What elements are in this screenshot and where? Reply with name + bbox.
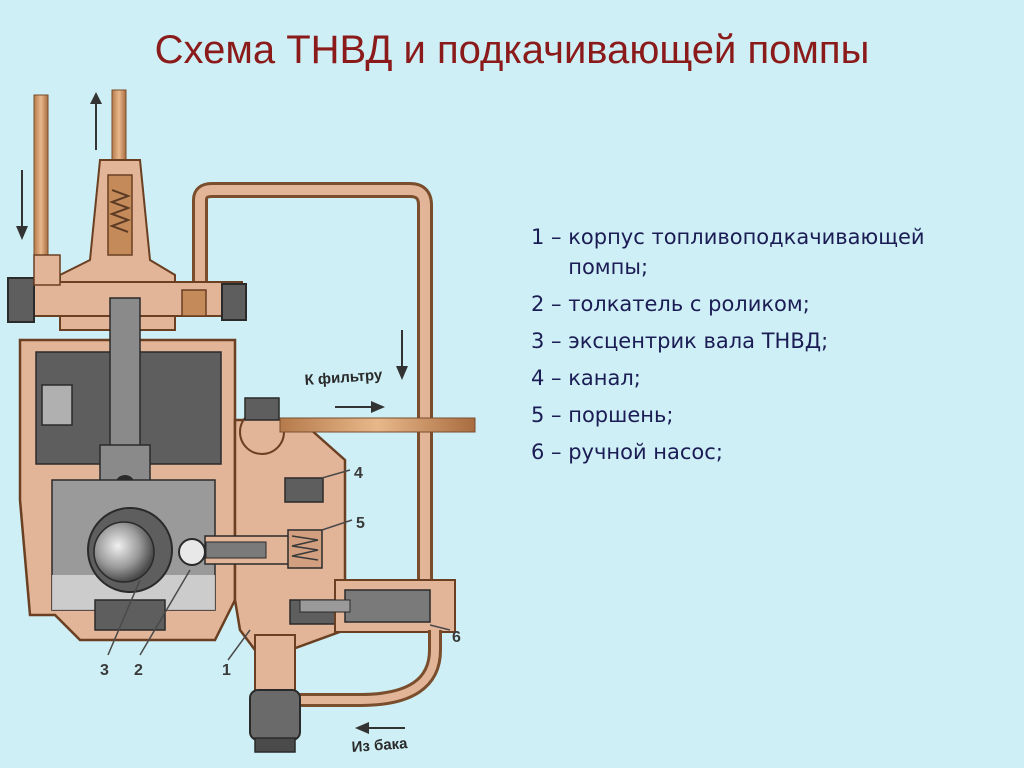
callout-1: 1 <box>222 662 231 679</box>
legend-item-3: 3 – эксцентрик вала ТНВД; <box>531 329 829 353</box>
legend-item-2: 2 – толкатель с роликом; <box>531 292 810 316</box>
callout-leaders <box>107 469 451 661</box>
filter-pipe <box>279 401 476 433</box>
slide-title: Схема ТНВД и подкачивающей помпы <box>154 28 870 72</box>
label-from-tank: Из бака <box>351 735 409 756</box>
tank-pipe <box>249 630 442 753</box>
label-to-filter: К фильтру <box>304 367 383 389</box>
callout-2: 2 <box>134 662 143 679</box>
legend-item-4: 4 – канал; <box>531 366 641 390</box>
legend-item-6: 6 – ручной насос; <box>531 440 723 464</box>
legend-list: 1 – корпус топливоподкачивающей помпы; 2… <box>531 222 1001 474</box>
hand-pump <box>299 579 456 633</box>
callout-4: 4 <box>354 465 363 482</box>
return-pipe <box>192 182 433 590</box>
legend-item-5: 5 – поршень; <box>531 403 674 427</box>
top-pipes <box>16 89 127 266</box>
callout-5: 5 <box>356 515 365 532</box>
callout-3: 3 <box>100 662 109 679</box>
feed-pump-body <box>204 397 347 652</box>
legend-item-1: 1 – корпус топливоподкачивающей помпы; <box>531 225 925 279</box>
callout-6: 6 <box>452 629 461 646</box>
eccentric-roller <box>87 507 206 593</box>
pump-diagram: К фильтру Из бака 1 2 3 4 5 6 <box>7 89 476 756</box>
